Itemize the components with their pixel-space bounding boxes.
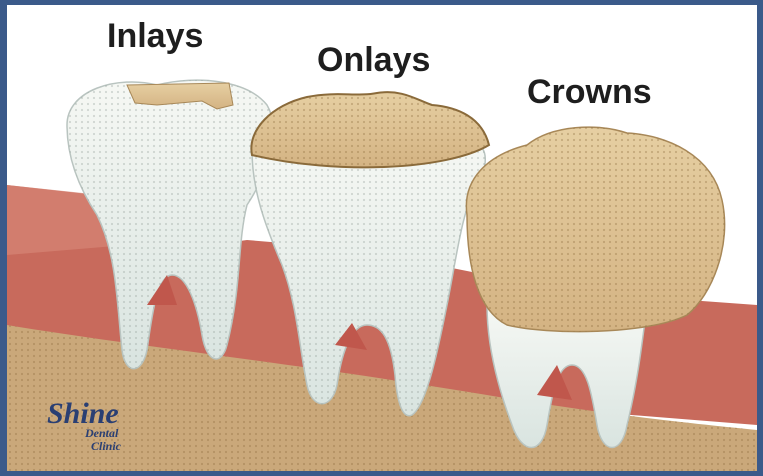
teeth-diagram: Inlays Onlays Crowns Shine Dental Clinic <box>7 5 757 471</box>
dental-illustration: Inlays Onlays Crowns Shine Dental Clinic <box>7 5 757 471</box>
label-inlays: Inlays <box>107 17 203 55</box>
logo-line-1: Dental <box>84 426 119 440</box>
logo-line-2: Clinic <box>91 439 122 453</box>
label-onlays: Onlays <box>317 41 430 79</box>
label-crowns: Crowns <box>527 73 652 111</box>
